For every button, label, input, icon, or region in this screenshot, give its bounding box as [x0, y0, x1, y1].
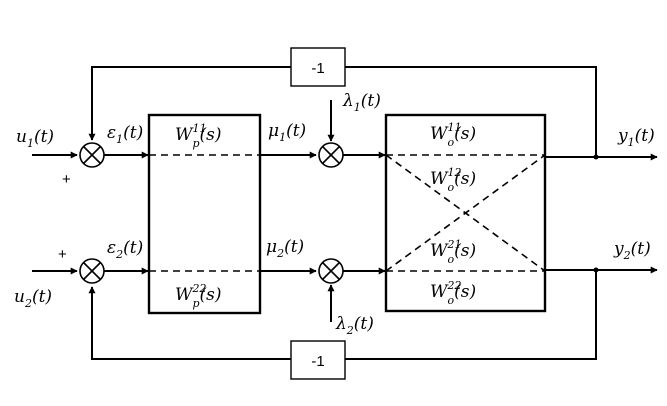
summing-junction-2	[79, 258, 105, 284]
summing-junction-1	[79, 142, 105, 168]
plant-block	[384, 113, 547, 313]
label-mu2: μ2(t)	[266, 237, 304, 260]
summing-junction-4	[318, 258, 344, 284]
label-y2: y2(t)	[613, 239, 651, 262]
label-lambda1: λ1(t)	[342, 91, 381, 114]
feedback-bottom-gain: -1	[311, 353, 324, 370]
label-u1: u1(t)	[16, 127, 54, 150]
label-e2: ε2(t)	[107, 238, 143, 261]
label-lambda2: λ2(t)	[335, 314, 374, 337]
feedback-top-gain: -1	[311, 60, 324, 77]
controller-block	[147, 113, 262, 315]
branch-point-1	[593, 154, 599, 160]
summing-junction-3	[318, 142, 344, 168]
label-u2: u2(t)	[14, 287, 52, 310]
feedback-bottom-loop	[88, 270, 597, 360]
feedback-bottom-gain-block: -1	[290, 340, 346, 380]
feedback-top-gain-block: -1	[290, 47, 346, 87]
sign-plus-top: +	[62, 171, 71, 188]
label-mu1: μ1(t)	[268, 121, 306, 144]
branch-point-2	[593, 267, 599, 273]
feedback-top-loop	[88, 66, 597, 157]
sign-plus-bottom: +	[58, 246, 67, 263]
label-y1: y1(t)	[617, 126, 655, 149]
label-e1: ε1(t)	[107, 123, 143, 146]
